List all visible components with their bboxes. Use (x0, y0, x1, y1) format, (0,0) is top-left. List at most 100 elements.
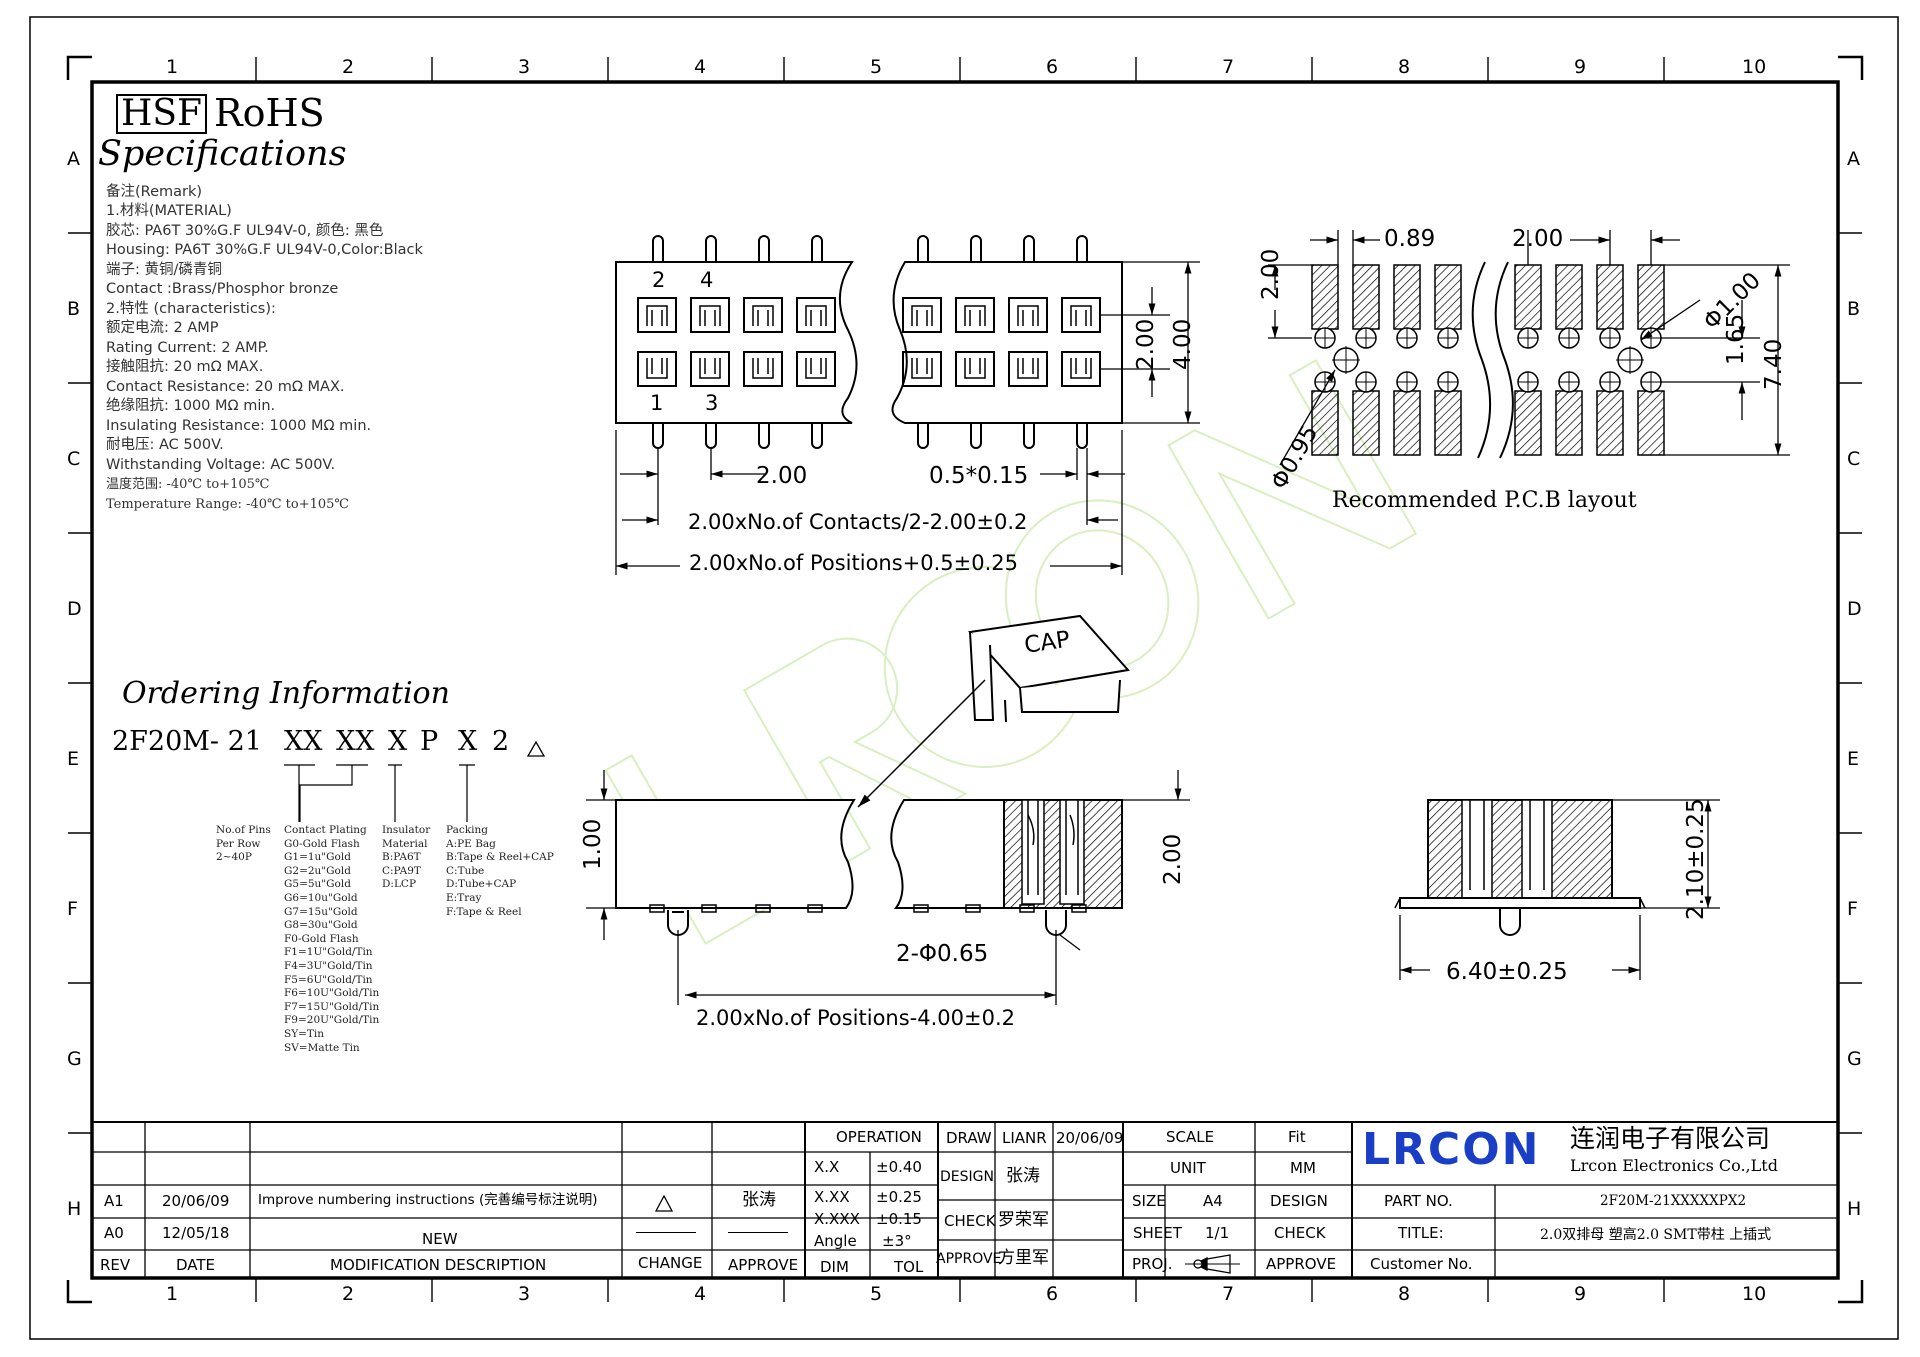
zone-row-a-right: A (1847, 148, 1860, 170)
tb-unit-value: MM (1290, 1159, 1316, 1177)
rev-a1-date: 20/06/09 (162, 1192, 230, 1210)
tb-design-label: DESIGN (940, 1169, 994, 1185)
ordering-col-plating: Contact Plating G0-Gold Flash G1=1u"Gold… (284, 824, 380, 1054)
rev-header-date: DATE (176, 1256, 216, 1274)
hsf-mark: HSF (116, 94, 208, 134)
tol-tol: TOL (894, 1258, 924, 1276)
rev-a0-change-dash (636, 1232, 696, 1233)
side-view-drawing (586, 770, 1190, 1005)
zone-col-7-bottom: 7 (1222, 1283, 1235, 1305)
dim-row-spacing: 2.00 (1133, 318, 1159, 370)
ordering-pn-suffix: 2 (492, 726, 510, 757)
zone-col-5-bottom: 5 (870, 1283, 883, 1305)
hole-row-top (637, 297, 1101, 333)
tb-draw-label: DRAW (946, 1129, 992, 1147)
dim-body-width: 4.00 (1170, 318, 1196, 370)
tol-dim: DIM (820, 1258, 849, 1276)
rev-a0-date: 12/05/18 (162, 1224, 230, 1242)
tol-xxxx-label: X.XXX (814, 1210, 860, 1228)
side-dim-post: 2-Φ0.65 (896, 941, 989, 967)
ordering-col-packing: Packing A:PE Bag B:Tape & Reel+CAP C:Tub… (446, 824, 554, 918)
spec-line: Contact :Brass/Phosphor bronze (106, 281, 339, 297)
tb-scale-value: Fit (1288, 1128, 1306, 1146)
zone-row-a: A (67, 148, 80, 170)
rev-header-change: CHANGE (638, 1254, 703, 1272)
zone-col-4-bottom: 4 (694, 1283, 707, 1305)
zone-row-b: B (67, 298, 81, 320)
tb-partno-label: PART NO. (1384, 1192, 1453, 1210)
spec-line: 接触阻抗: 20 mΩ MAX. (106, 359, 264, 375)
end-dim-width: 6.40±0.25 (1446, 959, 1568, 985)
specifications-list: 备注(Remark) 1.材料(MATERIAL) 胶芯: PA6T 30%G.… (106, 183, 423, 514)
tb-approve-label: APPROVE (936, 1251, 1002, 1267)
tb-size-value: A4 (1203, 1192, 1223, 1210)
pin-label-3: 3 (705, 391, 719, 415)
zone-col-3-bottom: 3 (518, 1283, 531, 1305)
ordering-pn-prefix: 2F20M- 21 (112, 726, 262, 757)
rohs-mark: RoHS (214, 91, 325, 135)
zone-row-d-right: D (1847, 598, 1862, 620)
ordering-leaders (284, 764, 475, 822)
tb-unit-label: UNIT (1170, 1159, 1206, 1177)
rev-a0-approve-dash (728, 1232, 788, 1233)
tb-draw-name: LIANR (1002, 1129, 1047, 1147)
ordering-pn-packing: X (458, 726, 478, 757)
zone-col-2: 2 (342, 56, 355, 78)
title-block-grid (92, 1121, 1838, 1278)
spec-line: Temperature Range: -40℃ to+105℃ (106, 496, 349, 512)
tol-angle-label: Angle (814, 1232, 857, 1250)
pin-label-2: 2 (652, 268, 666, 292)
rev-header-approve: APPROVE (728, 1256, 799, 1274)
zone-col-5: 5 (870, 56, 883, 78)
zone-row-g-right: G (1847, 1048, 1862, 1070)
cap-drawing (857, 614, 1130, 808)
cap-label: CAP (1022, 626, 1072, 659)
pcb-dim-pad-width: 0.89 (1384, 226, 1436, 252)
sheet-border (29, 16, 1899, 1340)
tb-check2-label: CHECK (1274, 1224, 1326, 1242)
ordering-pn-plating: XX (336, 726, 375, 757)
hole-row-bottom (637, 351, 1101, 387)
specifications-title: Specifications (98, 134, 347, 174)
dim-pin-size: 0.5*0.15 (929, 463, 1029, 489)
zone-col-3: 3 (518, 56, 531, 78)
zone-col-6: 6 (1046, 56, 1059, 78)
spec-line: 额定电流: 2 AMP (106, 320, 219, 336)
tol-xx-value: ±0.40 (876, 1158, 922, 1176)
rev-a1: A1 (104, 1192, 124, 1210)
zone-row-h: H (67, 1198, 82, 1220)
side-dim-positions-formula: 2.00xNo.of Positions-4.00±0.2 (696, 1006, 1015, 1030)
tb-design-name: 张涛 (1006, 1166, 1040, 1186)
dim-pitch: 2.00 (756, 463, 808, 489)
spec-line: 温度范围: -40℃ to+105℃ (106, 477, 270, 492)
pcb-layout-drawing (1268, 230, 1790, 466)
rev-header-desc: MODIFICATION DESCRIPTION (330, 1256, 547, 1274)
tol-xxxx-value: ±0.15 (876, 1210, 922, 1228)
spec-line: 绝缘阻抗: 1000 MΩ min. (106, 398, 276, 414)
top-view-drawing (615, 235, 1200, 575)
ordering-col-insulator: Insulator Material B:PA6T C:PA9T D:LCP (382, 824, 431, 891)
zone-col-1: 1 (166, 56, 179, 78)
tb-check-label: CHECK (944, 1212, 996, 1230)
zone-col-10-bottom: 10 (1742, 1283, 1767, 1305)
zone-col-7: 7 (1222, 56, 1235, 78)
zone-col-8-bottom: 8 (1398, 1283, 1411, 1305)
spec-line: 胶芯: PA6T 30%G.F UL94V-0, 颜色: 黑色 (106, 222, 384, 239)
zone-row-f: F (67, 898, 78, 920)
spec-line: 1.材料(MATERIAL) (106, 203, 232, 219)
tb-draw-date: 20/06/09 (1056, 1129, 1124, 1147)
pcb-dim-overall: 7.40 (1761, 338, 1787, 390)
zone-row-g: G (67, 1048, 82, 1070)
pin-label-1: 1 (650, 391, 664, 415)
zone-col-9: 9 (1574, 56, 1587, 78)
zone-row-c: C (67, 448, 81, 470)
side-dim-body: 2.00 (1160, 833, 1186, 885)
spec-line: Rating Current: 2 AMP. (106, 339, 269, 356)
company-logo: LRCON (1362, 1124, 1541, 1175)
rev-a1-desc: Improve numbering instructions (完善编号标注说明… (258, 1192, 598, 1208)
pcb-dim-row-gap: 1.65 (1723, 313, 1749, 365)
zone-col-6-bottom: 6 (1046, 1283, 1059, 1305)
revision-triangle-icon (526, 740, 546, 757)
tol-angle-value: ±3° (882, 1232, 912, 1250)
